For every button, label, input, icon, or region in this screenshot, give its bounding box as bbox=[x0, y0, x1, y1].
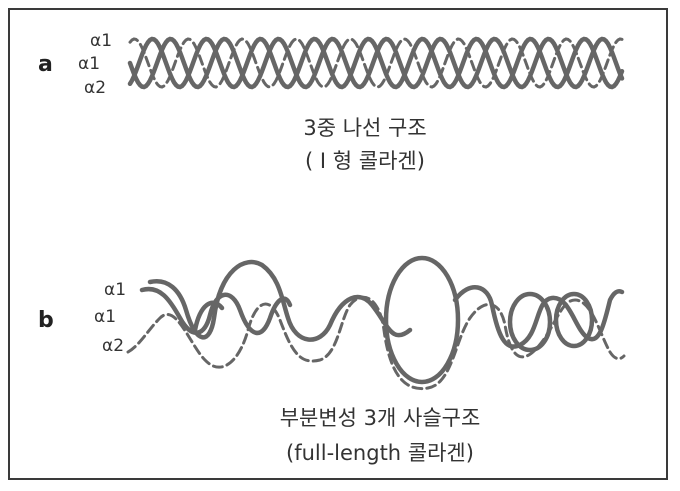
panel-b-letter: b bbox=[38, 308, 54, 333]
panel-b-chain-label-1: α1 bbox=[104, 280, 126, 300]
denatured-strand-alpha1-d bbox=[192, 300, 225, 333]
helix-strand-alpha2 bbox=[128, 37, 624, 89]
panel-a-caption-line2: ( I 형 콜라겐) bbox=[305, 149, 425, 173]
panel-b-chain-label-3: α2 bbox=[102, 336, 124, 356]
denatured-loop-right-1 bbox=[507, 291, 553, 353]
panel-b-chain-label-2: α1 bbox=[94, 307, 116, 327]
denatured-strand-alpha1-b bbox=[147, 259, 413, 342]
panel-b-caption-line1: 부분변성 3개 사슬구조 bbox=[280, 406, 481, 430]
partially-denatured-strands bbox=[126, 255, 626, 391]
panel-a-chain-label-2: α1 bbox=[78, 54, 100, 74]
panel-a-caption-line1: 3중 나선 구조 bbox=[303, 116, 426, 140]
panel-b-caption-line2: (full-length 콜라겐) bbox=[286, 441, 474, 465]
denatured-strand-alpha1-a bbox=[139, 286, 293, 336]
denatured-strand-alpha2 bbox=[126, 295, 626, 391]
denatured-loop-large bbox=[383, 255, 461, 385]
panel-a-chain-label-3: α2 bbox=[84, 78, 106, 98]
panel-a-chain-label-1: α1 bbox=[90, 31, 112, 51]
helix-strand-alpha1-b bbox=[127, 36, 625, 90]
triple-helix-strands bbox=[127, 36, 625, 90]
panel-a-letter: a bbox=[38, 52, 53, 77]
